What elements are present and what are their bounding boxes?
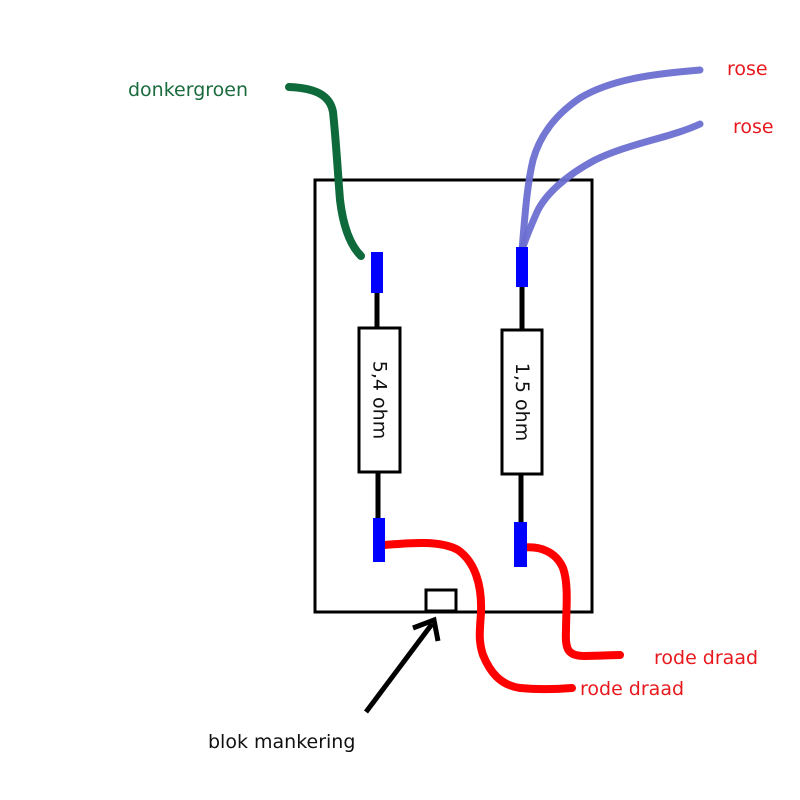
label-purple-wire-1: rose (727, 58, 768, 80)
arrow-icon (364, 616, 441, 714)
label-block: blok mankering (208, 731, 355, 753)
terminal-left-bottom (373, 518, 385, 562)
terminal-left-top (371, 252, 383, 293)
purple-wire-1 (518, 66, 704, 254)
green-wire (285, 83, 365, 260)
resistor-right-label: 1,5 ohm (511, 363, 533, 441)
label-red-wire-left: rode draad (580, 678, 684, 700)
label-green-wire: donkergroen (128, 79, 248, 101)
label-red-wire-right: rode draad (654, 647, 758, 669)
resistor-right: 1,5 ohm (500, 328, 544, 476)
label-purple-wire-2: rose (733, 116, 774, 138)
red-wire-right (516, 543, 624, 661)
terminal-right-top (516, 247, 528, 287)
resistor-left-body (357, 326, 402, 474)
mounting-block (424, 588, 458, 613)
resistor-right-body (500, 328, 544, 476)
resistor-left-label: 5,4 ohm (369, 361, 391, 439)
red-wire-left (380, 538, 576, 694)
purple-wire-2 (518, 120, 704, 254)
resistor-left: 5,4 ohm (357, 326, 402, 474)
terminal-right-bottom (514, 522, 527, 567)
